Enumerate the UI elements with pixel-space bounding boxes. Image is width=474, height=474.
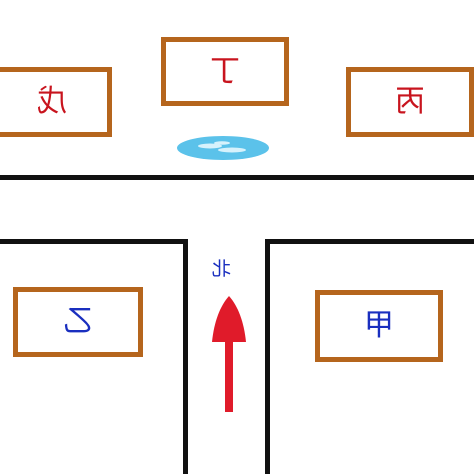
box-top-center: 丁 <box>161 37 289 106</box>
right-block-side-line <box>265 239 270 474</box>
road-top-line <box>0 175 474 180</box>
box-bottom-left: 乙 <box>13 287 143 357</box>
box-top-left: 戊 <box>0 67 112 137</box>
box-top-right: 丙 <box>346 67 474 137</box>
right-block-top-line <box>265 239 474 244</box>
left-block-top-line <box>0 239 188 244</box>
left-block-side-line <box>183 239 188 474</box>
box-bottom-right: 甲 <box>315 290 443 362</box>
